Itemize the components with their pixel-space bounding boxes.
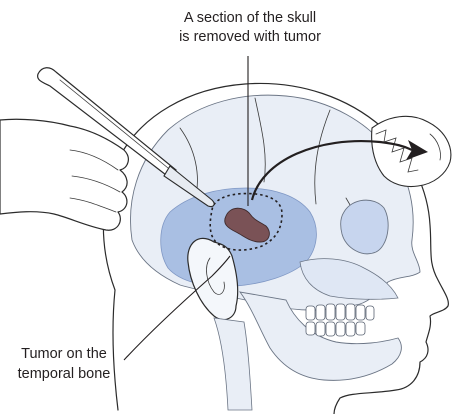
hand (0, 119, 128, 230)
bottom-label-line1: Tumor on the (21, 346, 107, 362)
tooth (326, 322, 335, 336)
tooth (346, 322, 355, 336)
tooth (336, 304, 345, 320)
tooth (316, 322, 325, 336)
top-label-line1: A section of the skull (184, 10, 316, 26)
tooth (306, 322, 315, 335)
tooth (356, 322, 365, 335)
tooth (336, 322, 345, 336)
tooth (346, 304, 355, 320)
tooth (326, 304, 335, 320)
top-label-line2: is removed with tumor (179, 29, 321, 45)
tooth (316, 305, 325, 320)
teeth (306, 304, 374, 336)
bottom-label-line2: temporal bone (18, 366, 111, 382)
tooth (366, 306, 374, 320)
spine (214, 318, 252, 410)
tooth (306, 306, 315, 320)
tooth (356, 305, 365, 320)
